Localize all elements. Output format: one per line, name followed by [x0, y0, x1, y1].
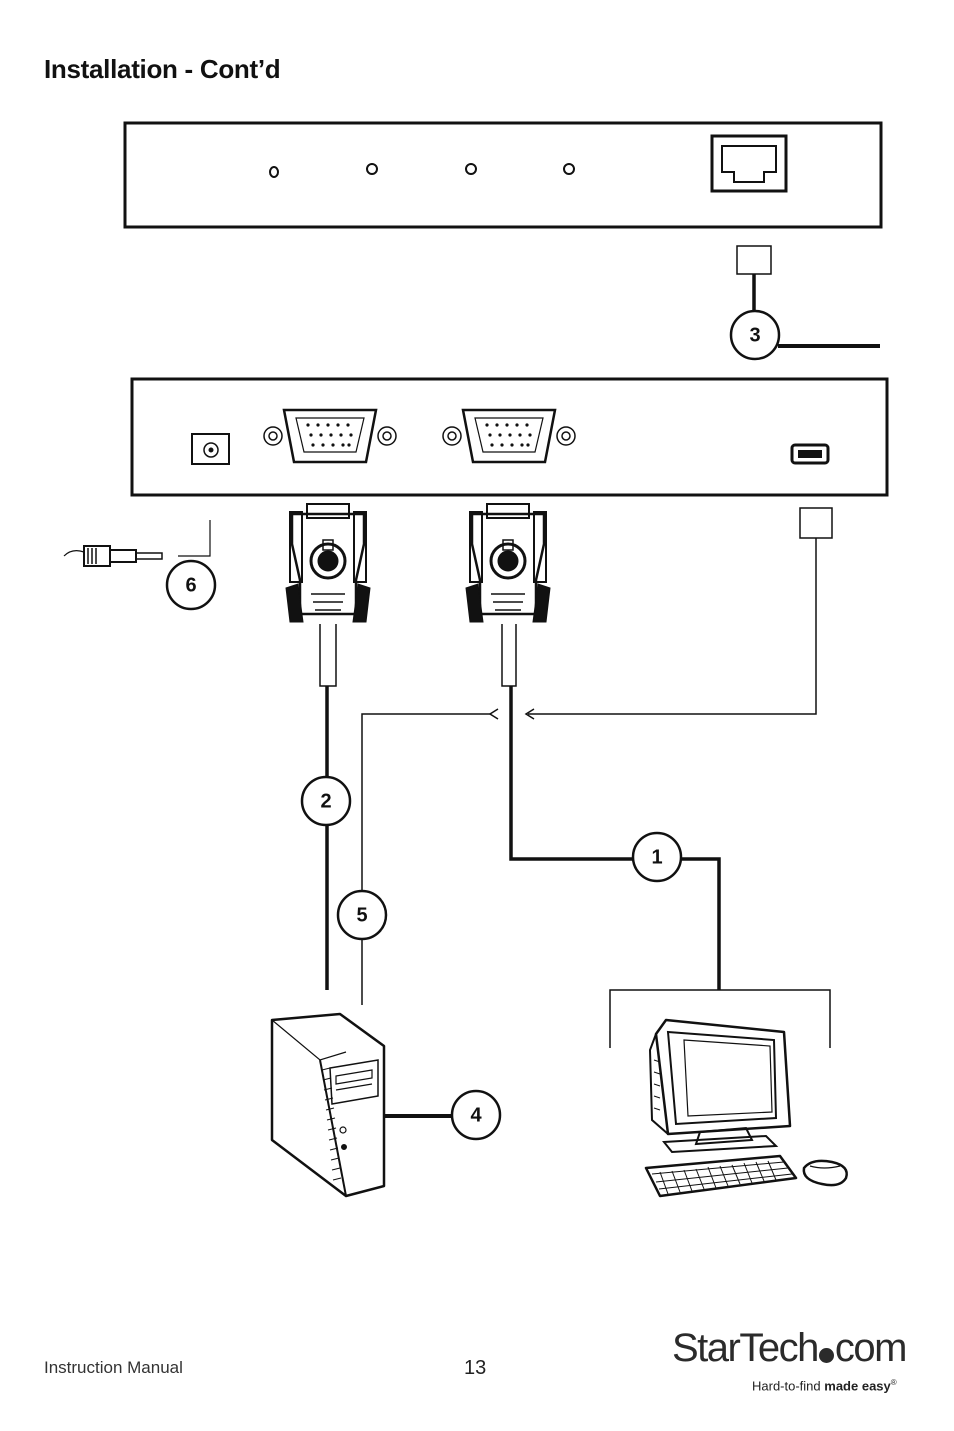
logo-tagline: Hard-to-find made easy®	[752, 1378, 897, 1393]
callout-circle-1	[631, 831, 683, 883]
vga-port-right-icon	[442, 408, 576, 464]
startech-logo: StarTech com Hard-to-find made easy®	[672, 1326, 922, 1396]
logo-tagline-mark: ®	[890, 1378, 897, 1387]
rj45-port-icon	[710, 134, 788, 193]
power-adapter-icon	[63, 520, 211, 567]
computer-tower-icon	[270, 1012, 386, 1198]
callout-circle-4	[450, 1089, 502, 1141]
usb-plug-icon	[361, 507, 833, 1005]
vga-port-left-icon	[263, 408, 397, 464]
callout-circle-3	[729, 309, 781, 361]
callout-circle-2	[300, 775, 352, 827]
logo-dot-icon	[818, 1348, 834, 1363]
cable-1	[509, 686, 721, 990]
footer-manual-label: Instruction Manual	[44, 1358, 183, 1377]
logo-word-left: StarTech	[672, 1326, 819, 1370]
logo-tagline-bold: made easy	[824, 1378, 891, 1394]
usb-mini-port-icon	[790, 443, 830, 465]
page-title: Installation - Cont’d	[44, 54, 281, 84]
monitor-icon	[648, 1018, 792, 1154]
callout-circles	[165, 309, 781, 1141]
callout-circle-6	[165, 559, 217, 611]
callout-label-5: 5	[356, 904, 367, 926]
kvm-switch-device	[123, 121, 883, 229]
logo-word-right: com	[834, 1326, 908, 1370]
page-number: 13	[464, 1357, 487, 1379]
callout-label-6: 6	[185, 574, 196, 596]
callout-label-1: 1	[651, 846, 662, 868]
keyboard-icon	[644, 1154, 798, 1198]
vga-plug-left-icon	[285, 503, 371, 687]
installation-diagram: 1 2 3 4 5 6	[63, 121, 889, 1198]
vga-plug-right-icon	[465, 503, 551, 687]
callout-label-2: 2	[320, 790, 331, 812]
mouse-icon	[802, 1159, 848, 1187]
kvm-extender-device	[130, 377, 889, 497]
callout-circle-5	[336, 889, 388, 941]
logo-wordmark: StarTech com	[672, 1326, 908, 1371]
logo-tagline-regular: Hard-to-find	[752, 1378, 821, 1394]
callout-label-3: 3	[749, 324, 760, 346]
callout-label-4: 4	[470, 1104, 482, 1126]
power-jack-icon	[191, 433, 230, 465]
console-bracket	[609, 989, 831, 1048]
